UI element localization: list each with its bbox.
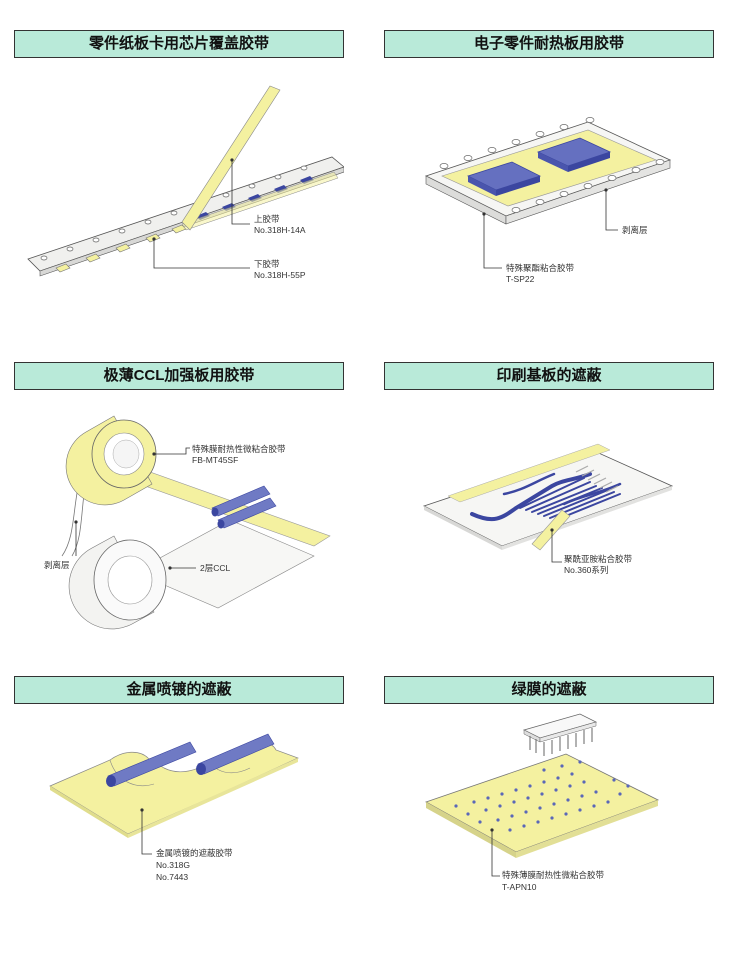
label-bottom-tape: 下胶带 [254,259,280,269]
cover-tape-laid [181,171,339,231]
panel-metal-plating-masking: 金属喷镀的遮蔽 金属喷镀的遮蔽胶带 No.318G No.7443 [14,676,344,966]
cover-tape-peeling [181,85,281,231]
yellow-board [425,753,660,853]
panel-title: 印刷基板的遮蔽 [384,362,714,390]
pcb-dots [454,760,630,832]
panel-green-film-masking: 绿膜的遮蔽 [384,676,714,966]
blue-rollers [211,485,277,529]
label-release-layer: 剥离层 [622,225,648,235]
top-tape-strip [447,443,611,503]
ccl-roll [68,535,167,630]
carrier-strip [27,156,344,272]
panel-title: 金属喷镀的遮蔽 [14,676,344,704]
label-polyimide-tape: 聚酰亚胺粘合胶带 [564,554,633,564]
panel-title: 极薄CCL加强板用胶带 [14,362,344,390]
label-polyimide-tape-no: No.360系列 [564,565,608,575]
label-ccl: 2层CCL [200,563,231,573]
heat-resistant-plate-diagram: 剥离层 特殊聚酯粘合胶带 T-SP22 [424,117,672,284]
label-plating-tape-no2: No.7443 [156,872,188,882]
label-bottom-tape-no: No.318H-55P [254,270,306,280]
panel-pcb-masking: 印刷基板的遮蔽 [384,362,714,652]
panel-title: 零件纸板卡用芯片覆盖胶带 [14,30,344,58]
chip-cover-tape-diagram: 上胶带 No.318H-14A 下胶带 No.318H-55P [27,85,344,280]
label-green-film-tape: 特殊薄膜耐热性微粘合胶带 [502,870,605,880]
label-heat-tape: 特殊膜耐热性微粘合胶带 [192,444,286,454]
label-plating-tape: 金属喷镀的遮蔽胶带 [156,848,233,858]
panel-ccl-tape: 极薄CCL加强板用胶带 [14,362,344,652]
pcb-masking-diagram: 聚酰亚胺粘合胶带 No.360系列 [422,443,674,575]
label-polyester-tape: 特殊聚酯粘合胶带 [506,263,575,273]
blue-rods [106,733,275,787]
plate-holes [439,117,665,213]
ccl-reinforcement-diagram: 特殊膜耐热性微粘合胶带 FB-MT45SF 剥离层 2层CCL [44,415,331,630]
panel-title: 绿膜的遮蔽 [384,676,714,704]
label-release-layer: 剥离层 [44,560,70,570]
ic-chip [522,713,598,756]
yellow-tape-roll [65,415,157,506]
blue-chips [466,137,612,196]
label-top-tape-no: No.318H-14A [254,225,306,235]
label-green-film-tape-no: T-APN10 [502,882,537,892]
metal-plating-diagram: 金属喷镀的遮蔽胶带 No.318G No.7443 [49,733,299,882]
label-plating-tape-no1: No.318G [156,860,190,870]
panel-title: 电子零件耐热板用胶带 [384,30,714,58]
panel-chip-cover-tape: 零件纸板卡用芯片覆盖胶带 [14,30,344,320]
panel-heat-resistant-tape: 电子零件耐热板用胶带 [384,30,714,320]
gold-fingers [575,465,619,493]
pcb-traces [470,472,622,522]
ccl-film [133,519,315,609]
label-top-tape: 上胶带 [254,214,280,224]
label-heat-tape-no: FB-MT45SF [192,455,238,465]
green-film-diagram: 特殊薄膜耐热性微粘合胶带 T-APN10 [425,713,660,892]
sprocket-holes [40,165,308,261]
label-polyester-tape-no: T-SP22 [506,274,535,284]
